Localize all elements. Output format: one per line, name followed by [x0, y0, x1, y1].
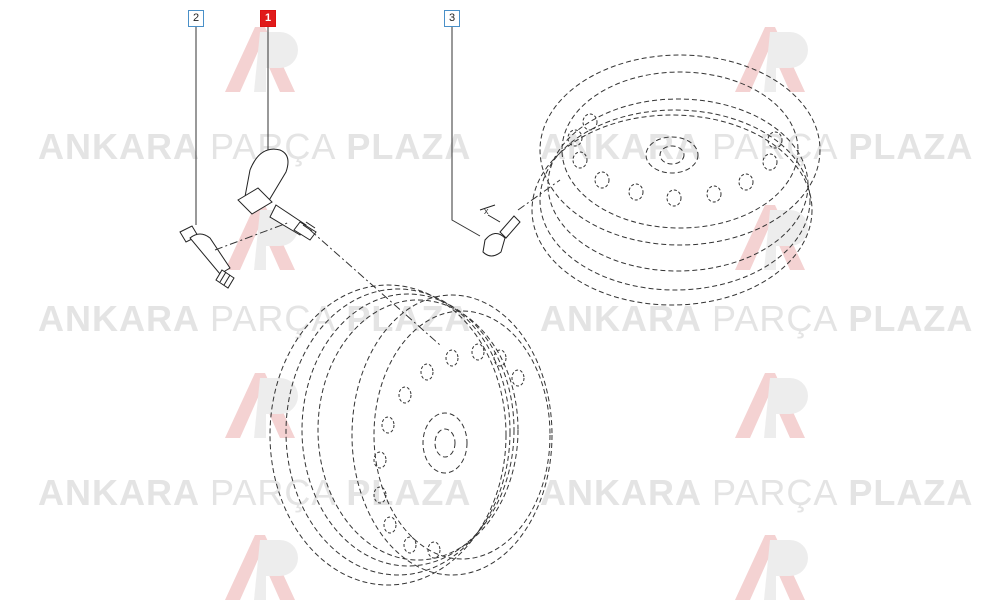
wheel-rim-front [269, 284, 553, 586]
tpms-sensor [237, 148, 317, 241]
watermark-logo-icon [225, 373, 298, 438]
watermark-logo-icon [735, 535, 808, 600]
assembly-line [214, 179, 561, 346]
callout-part-3[interactable]: 3 [444, 10, 460, 27]
leader-line-3 [451, 27, 481, 237]
watermark-logo-icon [225, 535, 298, 600]
valve-cap [479, 204, 521, 257]
valve-stem [179, 225, 235, 289]
wheel-rim-rear [531, 54, 821, 306]
dimension-label: x [484, 206, 489, 216]
wheel-holes-front [373, 343, 525, 559]
watermark-logo-icon [735, 205, 808, 270]
watermark-logo-icon [735, 27, 808, 92]
watermark-logo-icon [735, 373, 808, 438]
wheel-holes-rear [567, 113, 783, 207]
callout-part-1[interactable]: 1 [260, 10, 276, 27]
watermark-logo-icon [225, 27, 298, 92]
callout-part-2[interactable]: 2 [188, 10, 204, 27]
